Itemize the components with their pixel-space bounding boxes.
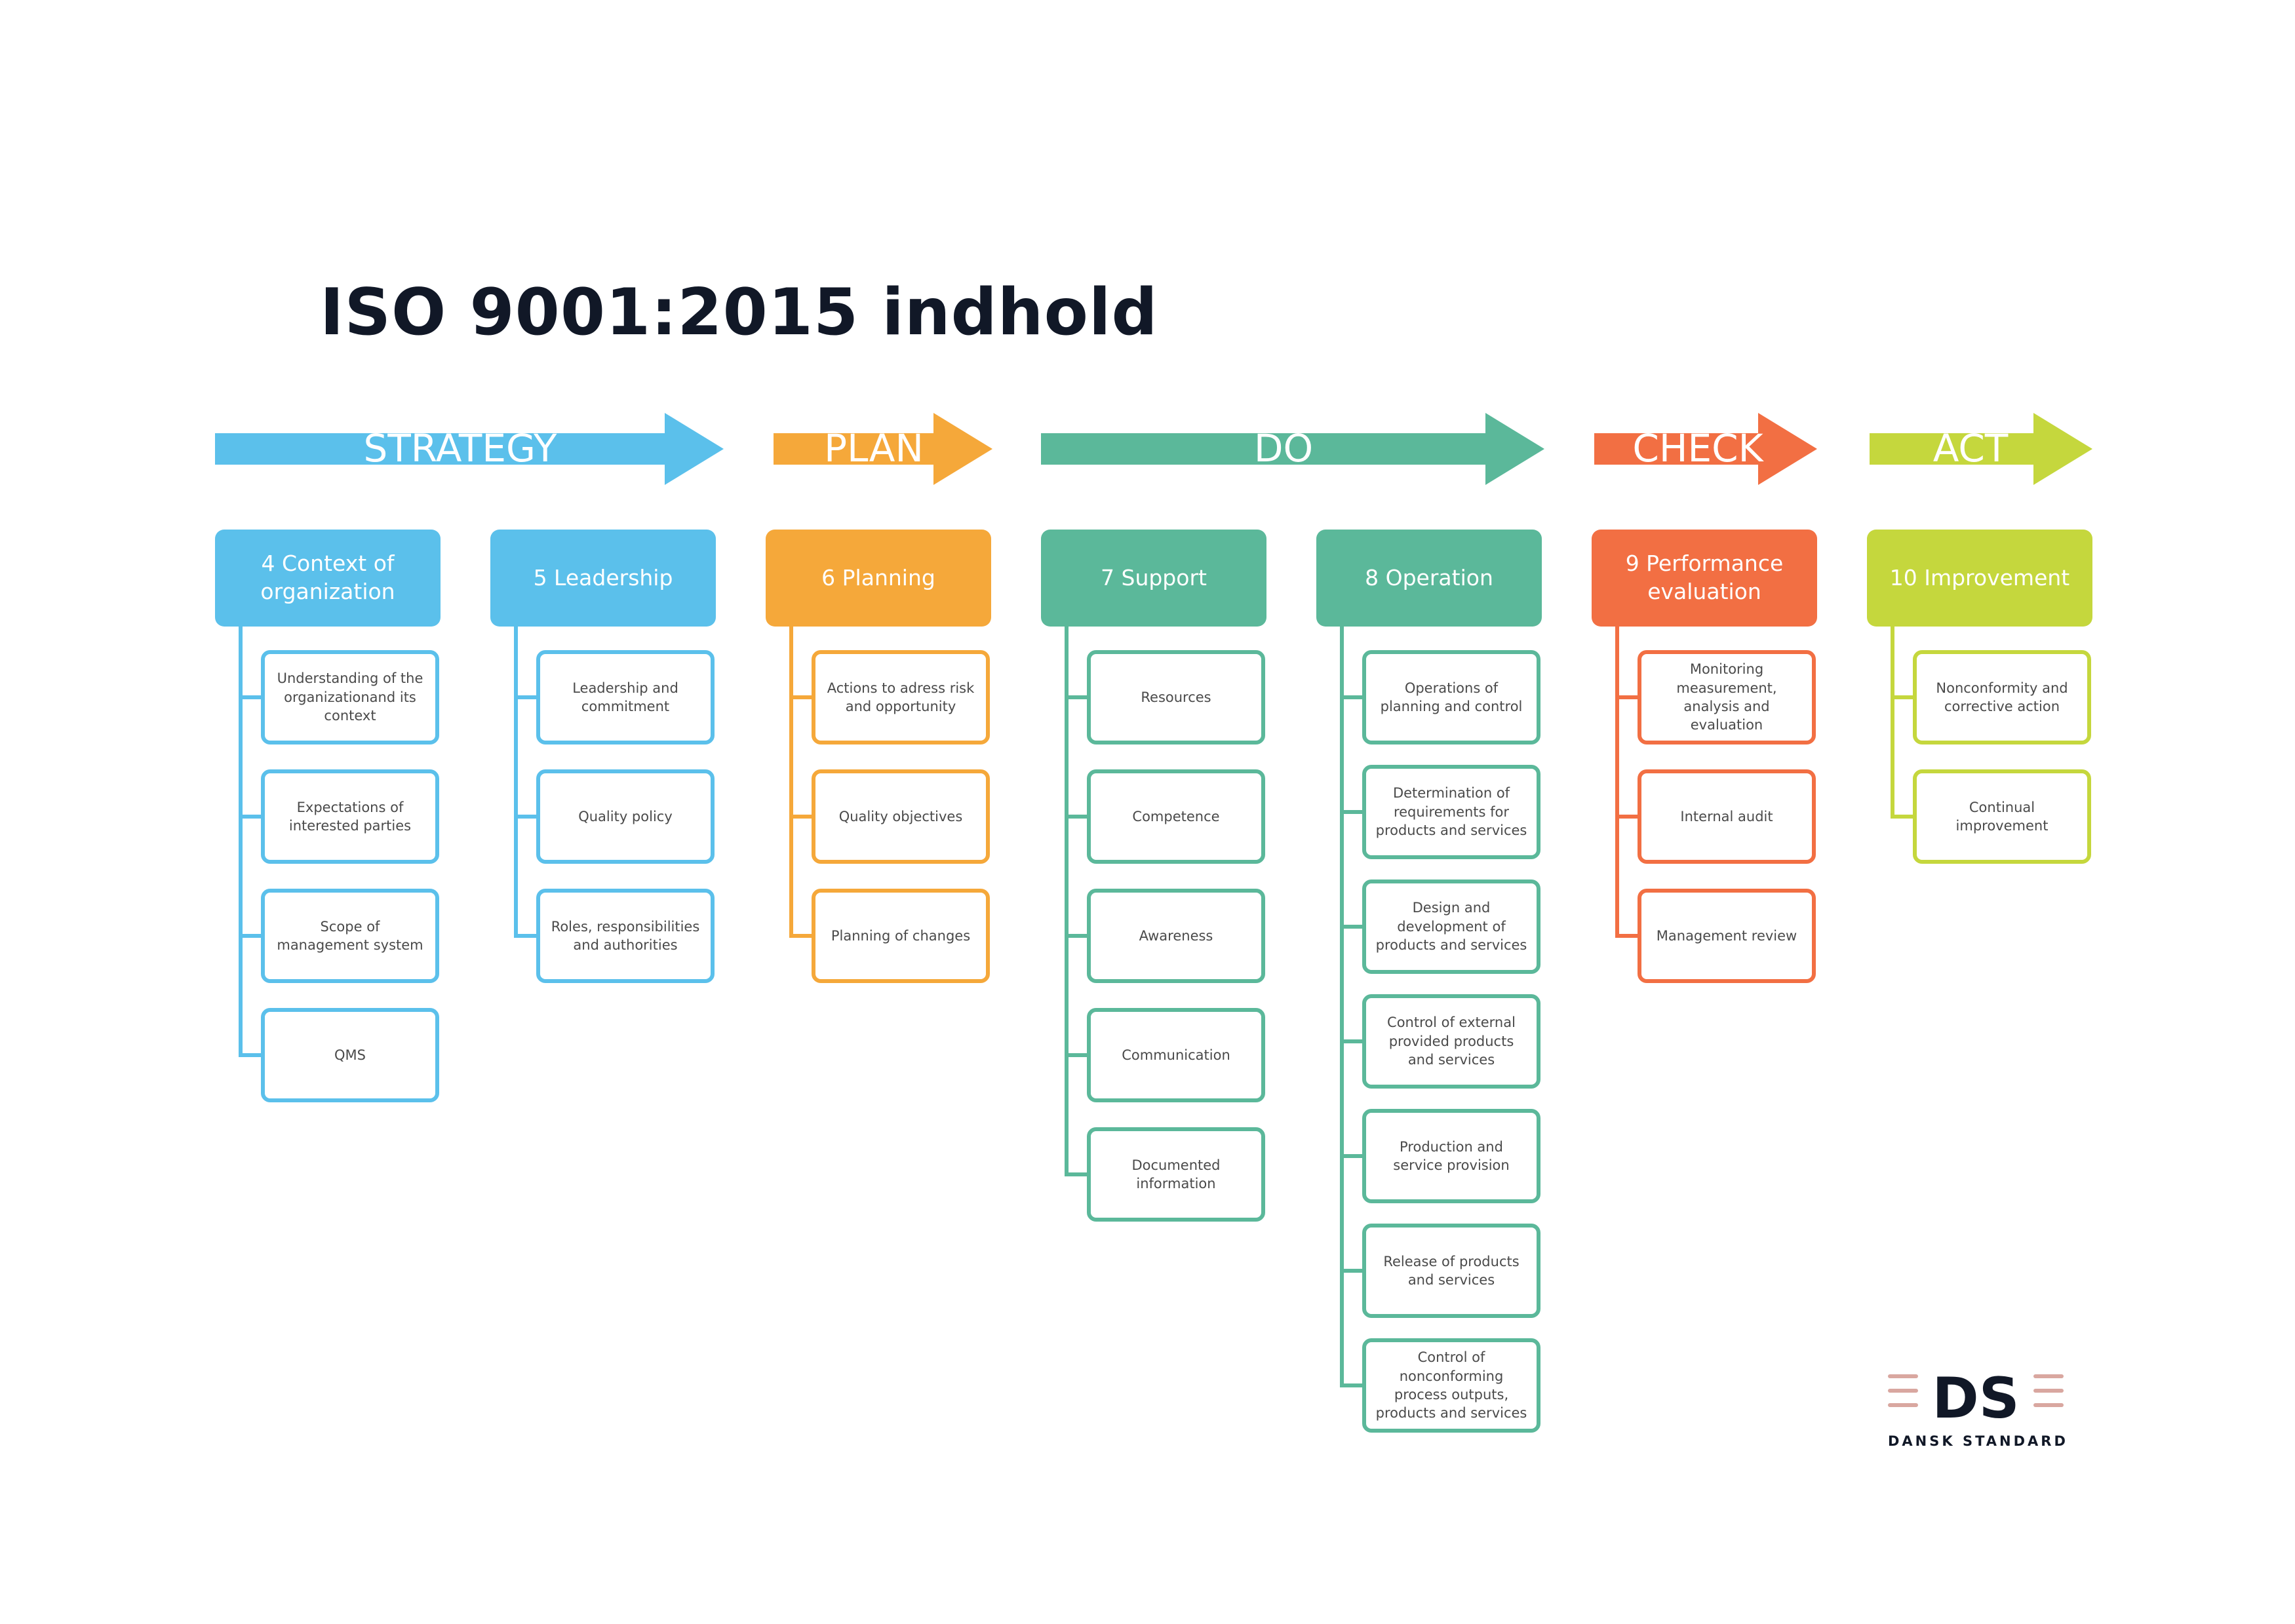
phase-label-plan: PLAN <box>824 426 924 471</box>
phase-arrow-do <box>1041 413 1544 485</box>
connector-branch <box>239 934 261 938</box>
clause-item: Leadership and commitment <box>536 650 715 744</box>
clause-header: 7 Support <box>1041 530 1266 627</box>
connector-line <box>1340 627 1344 1387</box>
clause-item: Understanding of the organizationand its… <box>261 650 439 744</box>
clause-item: Nonconformity and corrective action <box>1913 650 2091 744</box>
clause-item: Release of products and services <box>1362 1224 1540 1318</box>
clause-item: Actions to adress risk and opportunity <box>812 650 990 744</box>
connector-branch <box>1340 1269 1362 1273</box>
clause-item: Scope of management system <box>261 889 439 983</box>
connector-branch <box>514 815 536 819</box>
clause-item: Control of nonconforming process outputs… <box>1362 1338 1540 1433</box>
clause-item: Determination of requirements for produc… <box>1362 765 1540 859</box>
phase-label-check: CHECK <box>1632 426 1763 471</box>
clause-item: Communication <box>1087 1008 1265 1102</box>
clause-item: Continual improvement <box>1913 769 2091 864</box>
connector-branch <box>1065 934 1087 938</box>
connector-branch <box>789 934 812 938</box>
connector-branch <box>1340 695 1362 699</box>
connector-line <box>239 627 243 1057</box>
clause-item: Resources <box>1087 650 1265 744</box>
connector-line <box>789 627 793 938</box>
clause-item: Competence <box>1087 769 1265 864</box>
clause-item: Roles, responsibilities and authorities <box>536 889 715 983</box>
connector-branch <box>1065 815 1087 819</box>
connector-line <box>1615 627 1619 938</box>
connector-branch <box>239 1053 261 1057</box>
clause-item: Quality policy <box>536 769 715 864</box>
phase-arrow-check <box>1594 413 1817 485</box>
clause-item: Planning of changes <box>812 889 990 983</box>
connector-branch <box>1615 934 1638 938</box>
connector-line <box>1891 627 1894 819</box>
connector-line <box>1065 627 1069 1176</box>
phase-label-act: ACT <box>1932 426 2009 471</box>
phase-arrow-plan <box>774 413 992 485</box>
clause-header: 10 Improvement <box>1867 530 2092 627</box>
connector-branch <box>789 695 812 699</box>
connector-branch <box>1065 1053 1087 1057</box>
phase-label-strategy: STRATEGY <box>363 426 557 471</box>
dansk-standard-logo-icon: DS <box>1888 1366 2064 1425</box>
clause-item: Documented information <box>1087 1127 1265 1222</box>
phase-arrow-act <box>1870 413 2092 485</box>
phase-label-do: DO <box>1253 426 1314 471</box>
connector-branch <box>1340 1383 1362 1387</box>
clause-header: 4 Context of organization <box>215 530 441 627</box>
connector-line <box>514 627 518 938</box>
connector-branch <box>1340 1154 1362 1158</box>
dansk-standard-logo: DS DANSK STANDARD <box>1888 1360 2071 1458</box>
connector-branch <box>1340 1039 1362 1043</box>
connector-branch <box>514 934 536 938</box>
clause-item: Design and development of products and s… <box>1362 880 1540 974</box>
clause-item: Awareness <box>1087 889 1265 983</box>
connector-branch <box>789 815 812 819</box>
clause-item: Production and service provision <box>1362 1109 1540 1203</box>
clause-item: QMS <box>261 1008 439 1102</box>
connector-branch <box>239 695 261 699</box>
clause-item: Expectations of interested parties <box>261 769 439 864</box>
phase-arrow-strategy <box>215 413 724 485</box>
logo-mark-text: DS <box>1932 1366 2019 1425</box>
connector-branch <box>1340 810 1362 814</box>
connector-branch <box>1891 815 1913 819</box>
connector-branch <box>1615 695 1638 699</box>
connector-branch <box>1065 695 1087 699</box>
clause-item: Operations of planning and control <box>1362 650 1540 744</box>
connector-branch <box>1065 1172 1087 1176</box>
clause-item: Control of external provided products an… <box>1362 994 1540 1089</box>
connector-branch <box>1340 925 1362 929</box>
clause-header: 8 Operation <box>1316 530 1542 627</box>
clause-header: 5 Leadership <box>490 530 716 627</box>
connector-branch <box>1615 815 1638 819</box>
connector-branch <box>239 815 261 819</box>
clause-header: 9 Performance evaluation <box>1592 530 1817 627</box>
clause-item: Internal audit <box>1638 769 1816 864</box>
clause-item: Management review <box>1638 889 1816 983</box>
clause-header: 6 Planning <box>766 530 991 627</box>
page-title: ISO 9001:2015 indhold <box>320 275 1158 350</box>
connector-branch <box>514 695 536 699</box>
logo-name: DANSK STANDARD <box>1888 1433 2068 1449</box>
clause-item: Monitoring measurement, analysis and eva… <box>1638 650 1816 744</box>
connector-branch <box>1891 695 1913 699</box>
clause-item: Quality objectives <box>812 769 990 864</box>
